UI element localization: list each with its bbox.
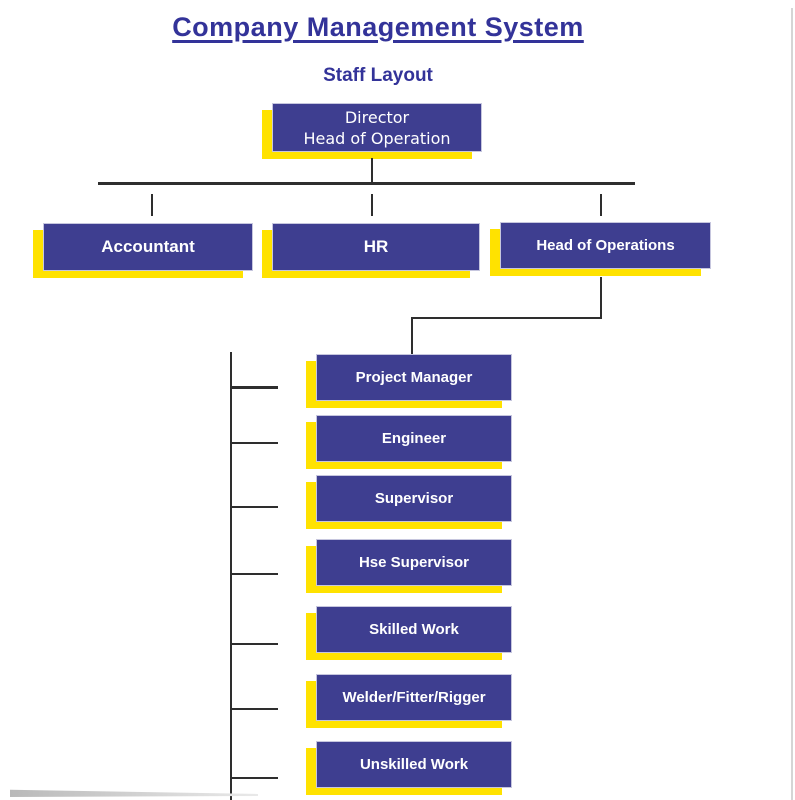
connector-director-stub bbox=[371, 158, 373, 182]
org-node-head-of-operations: Head of Operations bbox=[500, 222, 711, 269]
org-node-director: Director Head of Operation bbox=[272, 103, 482, 152]
org-node-unskilled-work: Unskilled Work bbox=[316, 741, 512, 788]
connector-hoo-horizontal bbox=[411, 317, 602, 319]
tick-skilled-work bbox=[231, 643, 278, 645]
connector-head-of-operations-stub bbox=[600, 194, 602, 216]
org-node-project-manager: Project Manager bbox=[316, 354, 512, 401]
org-node-director-label: Director Head of Operation bbox=[303, 107, 451, 148]
page-title: Company Management System bbox=[172, 12, 584, 42]
tick-engineer bbox=[231, 442, 278, 444]
org-node-accountant: Accountant bbox=[43, 223, 253, 271]
connector-level3-trunk bbox=[230, 352, 232, 800]
org-node-engineer: Engineer bbox=[316, 415, 512, 462]
tick-project-manager bbox=[231, 386, 278, 389]
org-node-skilled-work: Skilled Work bbox=[316, 606, 512, 653]
org-node-hse-supervisor: Hse Supervisor bbox=[316, 539, 512, 586]
page-edge-line bbox=[791, 8, 793, 800]
connector-hoo-down2 bbox=[411, 317, 413, 355]
connector-accountant-stub bbox=[151, 194, 153, 216]
connector-hr-stub bbox=[371, 194, 373, 216]
org-node-supervisor: Supervisor bbox=[316, 475, 512, 522]
chart-subtitle: Staff Layout bbox=[323, 65, 433, 86]
org-node-welder-fitter-rigger: Welder/Fitter/Rigger bbox=[316, 674, 512, 721]
tick-unskilled-work bbox=[231, 777, 278, 779]
page-corner-shadow bbox=[10, 789, 258, 797]
tick-welder-fitter-rigger bbox=[231, 708, 278, 710]
tick-hse-supervisor bbox=[231, 573, 278, 575]
org-node-hr: HR bbox=[272, 223, 480, 271]
connector-hoo-down bbox=[600, 277, 602, 319]
tick-supervisor bbox=[231, 506, 278, 508]
connector-level2-horizontal bbox=[98, 182, 635, 185]
